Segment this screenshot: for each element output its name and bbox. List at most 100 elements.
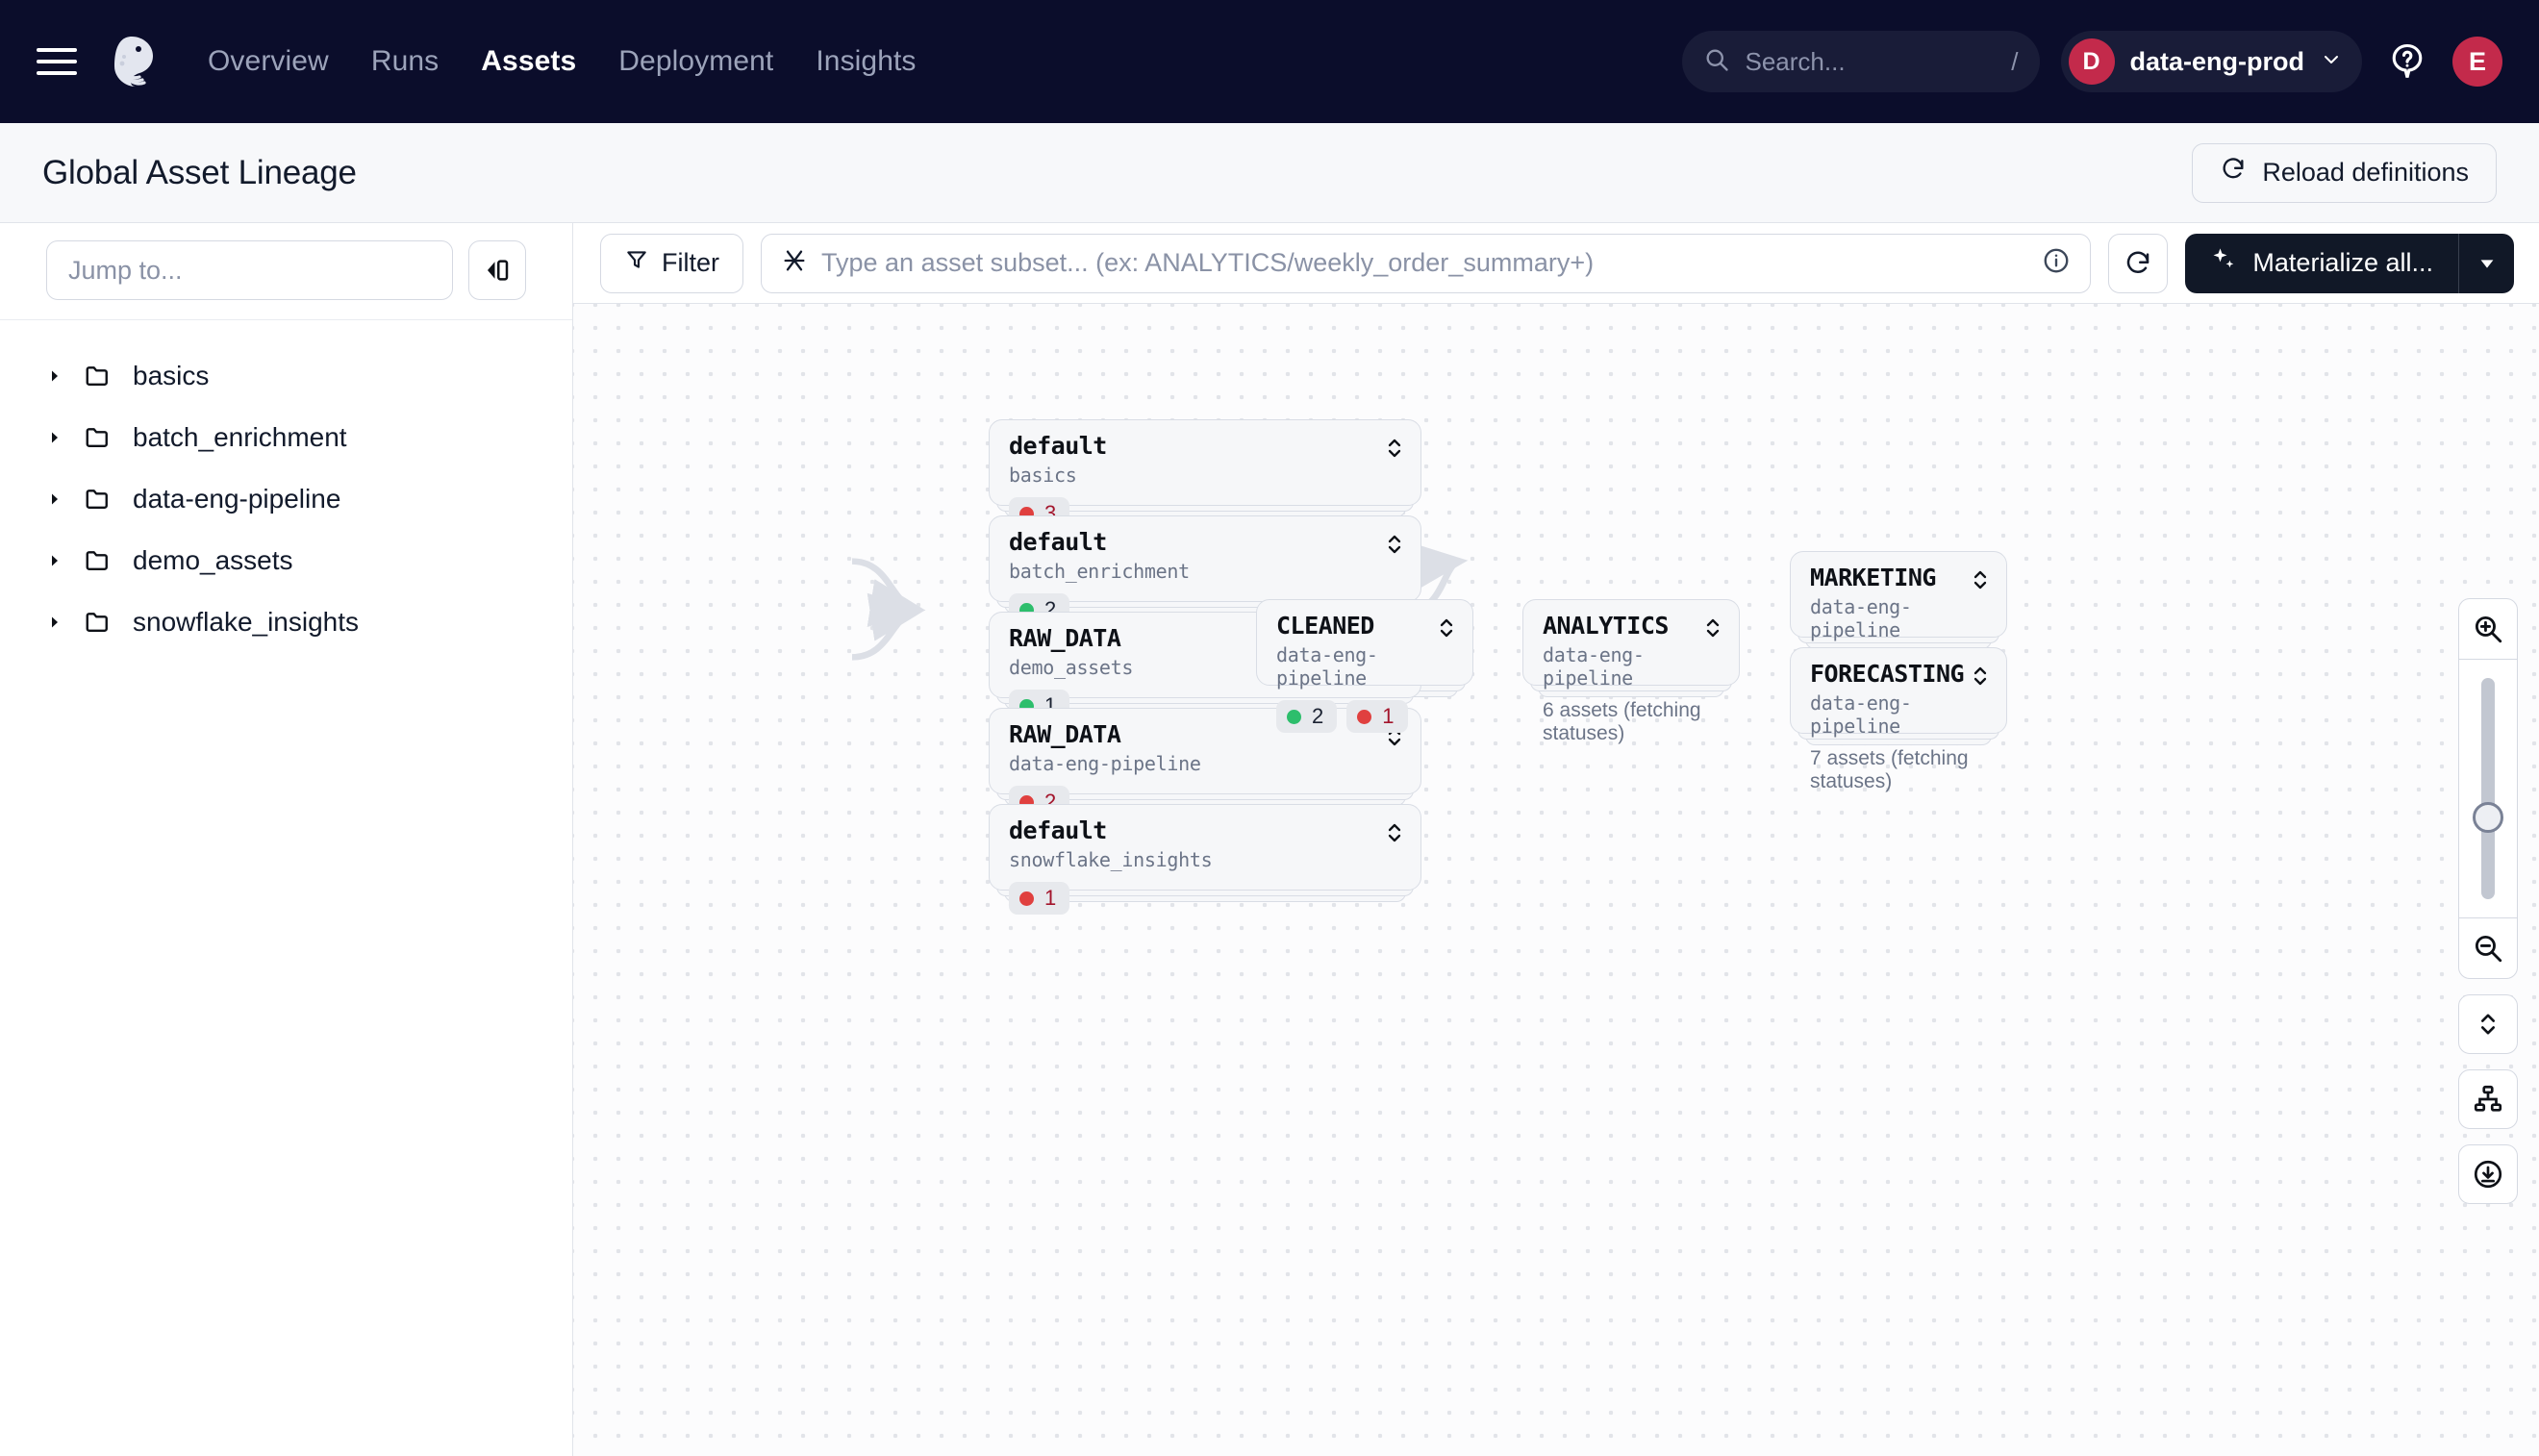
zoom-controls [2458,598,2518,1204]
asset-subset-field[interactable] [761,233,2092,293]
edge-rawdata-pipeline-to-cleaned [851,592,926,661]
expand-collapse-icon[interactable] [1970,662,1991,690]
user-avatar[interactable]: E [2452,37,2502,87]
asset-group-node-card[interactable]: default basics 3 [989,419,1421,531]
download-icon[interactable] [2458,1144,2518,1204]
asset-group-name: RAW_DATA [1009,624,1121,652]
asset-group-node-card[interactable]: default batch_enrichment 2 [989,515,1421,627]
help-circle-icon[interactable] [2383,38,2431,86]
sidebar-item-data-eng-pipeline[interactable]: data-eng-pipeline [0,468,572,530]
primary-nav-links: Overview Runs Assets Deployment Insights [208,45,917,78]
sidebar-item-snowflake-insights[interactable]: snowflake_insights [0,591,572,653]
asset-group-node[interactable]: FORECASTING data-eng-pipeline 7 assets (… [1790,647,2007,792]
asset-selection-icon [781,247,808,279]
failure-dot-icon [1019,891,1034,906]
hamburger-menu-icon[interactable] [37,41,77,82]
expand-collapse-icon[interactable] [1384,530,1405,559]
status-badge-failed[interactable]: 1 [1009,882,1070,916]
top-nav-right-cluster: Search... / D data-eng-prod [1681,31,2502,92]
folder-icon [83,484,113,515]
asset-group-node-card[interactable]: ANALYTICS data-eng-pipeline 6 assets (fe… [1522,599,1740,744]
zoom-slider-thumb[interactable] [2473,802,2503,833]
asset-group-node-card[interactable]: CLEANED data-eng-pipeline 2 1 [1256,599,1473,734]
info-circle-icon[interactable] [2042,246,2071,280]
asset-group-node-card[interactable]: FORECASTING data-eng-pipeline 7 assets (… [1790,647,2007,792]
status-badge-success[interactable]: 2 [1276,700,1338,734]
sidebar-item-label: basics [133,361,210,390]
global-search-box[interactable]: Search... / [1681,31,2040,92]
asset-subset-input[interactable] [821,248,2029,278]
chevron-down-icon [2320,48,2343,76]
zoom-in-icon[interactable] [2459,599,2517,659]
chevron-right-icon[interactable] [46,367,63,385]
lineage-canvas[interactable]: default basics 3 [573,304,2539,1456]
expand-collapse-icon[interactable] [1436,614,1457,642]
status-badge-failed[interactable]: 1 [1346,700,1408,734]
asset-group-name: default [1009,816,1107,844]
jump-to-input[interactable] [46,240,453,300]
asset-group-name: CLEANED [1276,612,1374,640]
asset-group-name: default [1009,432,1107,460]
nav-link-insights[interactable]: Insights [816,45,917,77]
asset-count-note: 6 assets (fetching statuses) [1543,699,1701,745]
materialize-all-button-group[interactable]: Materialize all... [2185,233,2514,293]
asset-group-node[interactable]: MARKETING data-eng-pipeline 3 [1790,551,2007,686]
expand-collapse-icon[interactable] [1970,565,1991,594]
hierarchy-layout-icon[interactable] [2458,1069,2518,1129]
asset-group-repository: basics [1009,464,1077,488]
asset-group-node[interactable]: ANALYTICS data-eng-pipeline 6 assets (fe… [1522,599,1740,744]
filter-button[interactable]: Filter [600,233,743,293]
materialize-all-label: Materialize all... [2252,248,2433,277]
search-shortcut-hint: / [2011,46,2019,76]
success-dot-icon [1287,709,1301,724]
page-title: Global Asset Lineage [42,153,357,191]
divider [2459,917,2517,918]
expand-collapse-all-button[interactable] [2458,994,2518,1054]
reload-definitions-button[interactable]: Reload definitions [2192,142,2497,203]
sidebar-item-basics[interactable]: basics [0,345,572,407]
materialize-all-button[interactable]: Materialize all... [2185,234,2458,293]
dagster-logo-icon[interactable] [100,30,163,93]
asset-group-node-card[interactable]: MARKETING data-eng-pipeline 3 [1790,551,2007,686]
asset-group-node[interactable]: CLEANED data-eng-pipeline 2 1 [1256,599,1473,734]
deployment-switcher[interactable]: D data-eng-prod [2060,31,2362,92]
page-body: basics batch_enrichment [0,223,2539,1456]
asset-group-node[interactable]: default basics 3 [989,419,1421,531]
nav-link-overview[interactable]: Overview [208,45,329,77]
chevron-right-icon[interactable] [46,490,63,508]
status-count: 1 [1382,704,1395,729]
status-badges: 1 [1009,882,1403,916]
collapse-sidebar-icon[interactable] [467,240,526,300]
folder-icon [83,422,113,453]
filter-icon [624,247,649,279]
materialize-options-caret[interactable] [2458,233,2514,293]
nav-link-deployment[interactable]: Deployment [618,45,774,77]
asset-group-repository: demo_assets [1009,656,1134,680]
asset-group-name: RAW_DATA [1009,720,1121,748]
expand-collapse-icon[interactable] [1384,818,1405,847]
zoom-slider[interactable] [2459,660,2517,917]
chevron-right-icon[interactable] [46,552,63,569]
expand-collapse-icon[interactable] [1702,614,1723,642]
asset-group-repository: snowflake_insights [1009,848,1213,872]
refresh-graph-button[interactable] [2108,233,2169,293]
sidebar-item-batch-enrichment[interactable]: batch_enrichment [0,407,572,468]
sidebar-item-demo-assets[interactable]: demo_assets [0,530,572,591]
asset-group-node[interactable]: default batch_enrichment 2 [989,515,1421,627]
nav-link-assets[interactable]: Assets [481,45,577,77]
zoom-out-icon[interactable] [2459,918,2517,978]
sparkle-icon [2210,246,2237,280]
nav-link-runs[interactable]: Runs [370,45,440,77]
sidebar-item-label: data-eng-pipeline [133,484,341,514]
asset-group-node-card[interactable]: default snowflake_insights 1 [989,804,1421,916]
page-header: Global Asset Lineage Reload definitions [0,123,2539,223]
chevron-right-icon[interactable] [46,614,63,631]
expand-collapse-icon[interactable] [1384,434,1405,463]
divider [2459,659,2517,660]
asset-group-node[interactable]: default snowflake_insights 1 [989,804,1421,916]
asset-group-repository: batch_enrichment [1009,560,1190,584]
chevron-right-icon[interactable] [46,429,63,446]
sidebar-item-label: demo_assets [133,545,293,575]
edge-rawdata-demo-to-cleaned [851,558,926,627]
